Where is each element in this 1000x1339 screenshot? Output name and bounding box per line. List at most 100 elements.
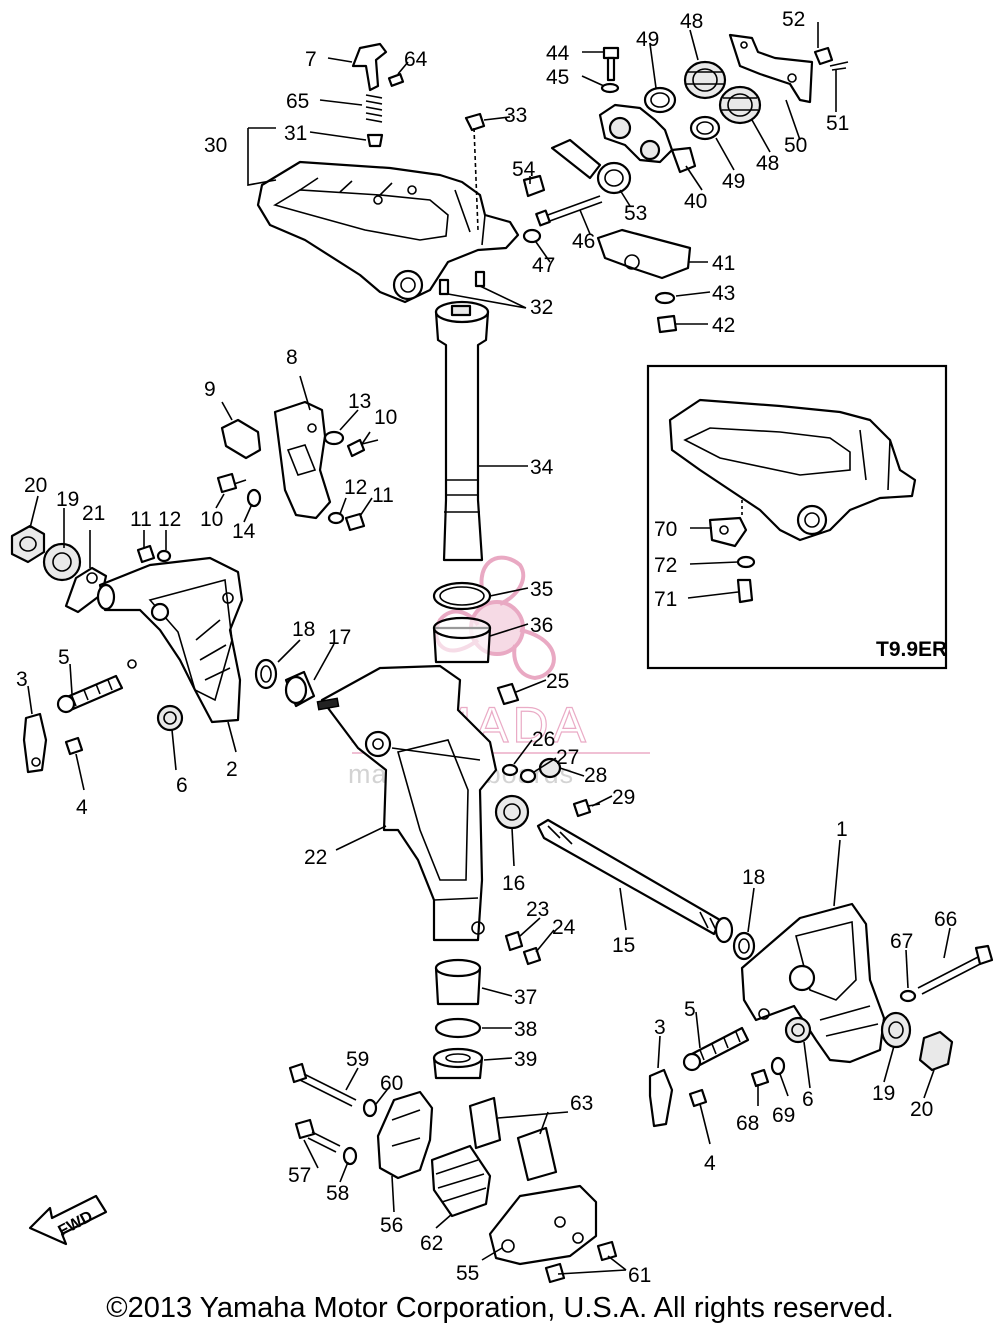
callout-70: 70 [654, 518, 677, 541]
callout-36: 36 [530, 614, 553, 637]
callout-6-right: 6 [802, 1088, 814, 1111]
clamp-screw-part-5-left [56, 674, 124, 714]
ring-part-49-upper [643, 86, 677, 114]
callout-69: 69 [772, 1104, 795, 1127]
bolt-part-23 [504, 930, 524, 952]
callout-7: 7 [305, 48, 317, 71]
callout-62: 62 [420, 1232, 443, 1255]
callout-20-right: 20 [910, 1098, 933, 1121]
callout-71: 71 [654, 588, 677, 611]
callout-12-right: 12 [344, 476, 367, 499]
washer-part-12-left [156, 549, 172, 563]
steering-shaft-part-34 [434, 300, 490, 562]
cover-part-55 [488, 1184, 598, 1266]
callout-50: 50 [784, 134, 807, 157]
nut-part-42 [656, 314, 678, 334]
callout-19-right: 19 [872, 1082, 895, 1105]
seal-part-35 [432, 581, 492, 611]
callout-4-right: 4 [704, 1152, 716, 1175]
callout-5-right: 5 [684, 998, 696, 1021]
callout-12-left: 12 [158, 508, 181, 531]
callout-48-lower: 48 [756, 152, 779, 175]
callout-29: 29 [612, 786, 635, 809]
callout-27: 27 [556, 746, 579, 769]
callout-38: 38 [514, 1018, 537, 1041]
callout-13: 13 [348, 390, 371, 413]
callout-16: 16 [502, 872, 525, 895]
pin-part-64 [387, 73, 405, 87]
callout-49-lower: 49 [722, 170, 745, 193]
washer-part-27 [519, 768, 537, 784]
callout-3-left: 3 [16, 668, 28, 691]
callout-32: 32 [530, 296, 553, 319]
bushing-part-17 [284, 670, 316, 708]
inset-t99er: T9.9ER [646, 364, 947, 670]
callout-3-right: 3 [654, 1016, 666, 1039]
callout-37: 37 [514, 986, 537, 1009]
callout-64: 64 [404, 48, 428, 71]
clamp-screw-part-5-right [682, 1026, 750, 1072]
bolt-part-10-lower [216, 472, 247, 494]
bolt-part-33 [464, 112, 486, 231]
washer-part-67 [899, 989, 917, 1003]
callout-24: 24 [552, 916, 576, 939]
cap-part-6-right [784, 1016, 812, 1044]
callout-52: 52 [782, 8, 805, 31]
rubber-block-part-63-right [516, 1126, 558, 1182]
swivel-bracket-part-22 [316, 664, 498, 942]
bushing-part-16 [494, 794, 530, 830]
callout-51: 51 [826, 112, 849, 135]
callout-58: 58 [326, 1182, 349, 1205]
callout-labels: 7 64 65 31 30 33 44 45 49 48 52 51 50 48… [16, 8, 957, 1287]
bracket-plate-part-41 [596, 228, 692, 280]
callout-47: 47 [532, 254, 555, 277]
washer-part-14 [246, 488, 262, 508]
callout-18-left: 18 [292, 618, 315, 641]
nut-part-20-right [918, 1030, 954, 1072]
washer-part-26 [501, 763, 519, 777]
screw-part-51 [829, 61, 849, 71]
washer-part-45 [600, 82, 620, 94]
callout-10-upper: 10 [374, 406, 397, 429]
callout-17: 17 [328, 626, 351, 649]
lever-part-7 [351, 42, 388, 92]
bushing-part-36 [432, 616, 492, 664]
callout-68: 68 [736, 1112, 759, 1135]
bolt-part-52 [813, 46, 834, 66]
washer-part-18-right [732, 931, 756, 961]
bolt-part-44 [602, 46, 620, 82]
fwd-arrow: FWD [28, 1194, 108, 1246]
inset-plate-part-70 [708, 516, 748, 548]
nut-part-20-left [10, 524, 46, 564]
bolt-part-57 [294, 1118, 341, 1153]
washer-part-12-right [327, 511, 345, 525]
handle-part-3-right [648, 1068, 674, 1128]
copyright-notice: ©2013 Yamaha Motor Corporation, U.S.A. A… [106, 1292, 894, 1324]
long-bolt-part-46 [535, 195, 603, 227]
callout-44: 44 [546, 42, 570, 65]
nut-part-19-left [42, 542, 82, 582]
callout-55: 55 [456, 1262, 479, 1285]
spring-part-65 [365, 94, 383, 123]
callout-22: 22 [304, 846, 327, 869]
washer-part-18-left [254, 658, 278, 690]
callout-11-right: 11 [372, 484, 394, 507]
callout-34: 34 [530, 456, 554, 479]
nut-part-11-right [344, 512, 366, 532]
callout-4-left: 4 [76, 796, 88, 819]
o-ring-part-38 [434, 1017, 482, 1039]
callout-20-left: 20 [24, 474, 47, 497]
bolt-part-10-upper [346, 438, 379, 458]
callout-31: 31 [284, 122, 307, 145]
bushing-part-37 [434, 958, 482, 1006]
callout-54: 54 [512, 158, 536, 181]
inset-bracket-drawing [668, 398, 917, 542]
inset-washer-part-72 [736, 555, 756, 569]
plate-part-8 [273, 400, 332, 520]
grommet-part-48-upper [683, 60, 727, 100]
callout-48-upper: 48 [680, 10, 703, 33]
nut-part-11-left [136, 544, 156, 564]
washer-part-60 [362, 1098, 378, 1118]
callout-8: 8 [286, 346, 298, 369]
callout-39: 39 [514, 1048, 537, 1071]
